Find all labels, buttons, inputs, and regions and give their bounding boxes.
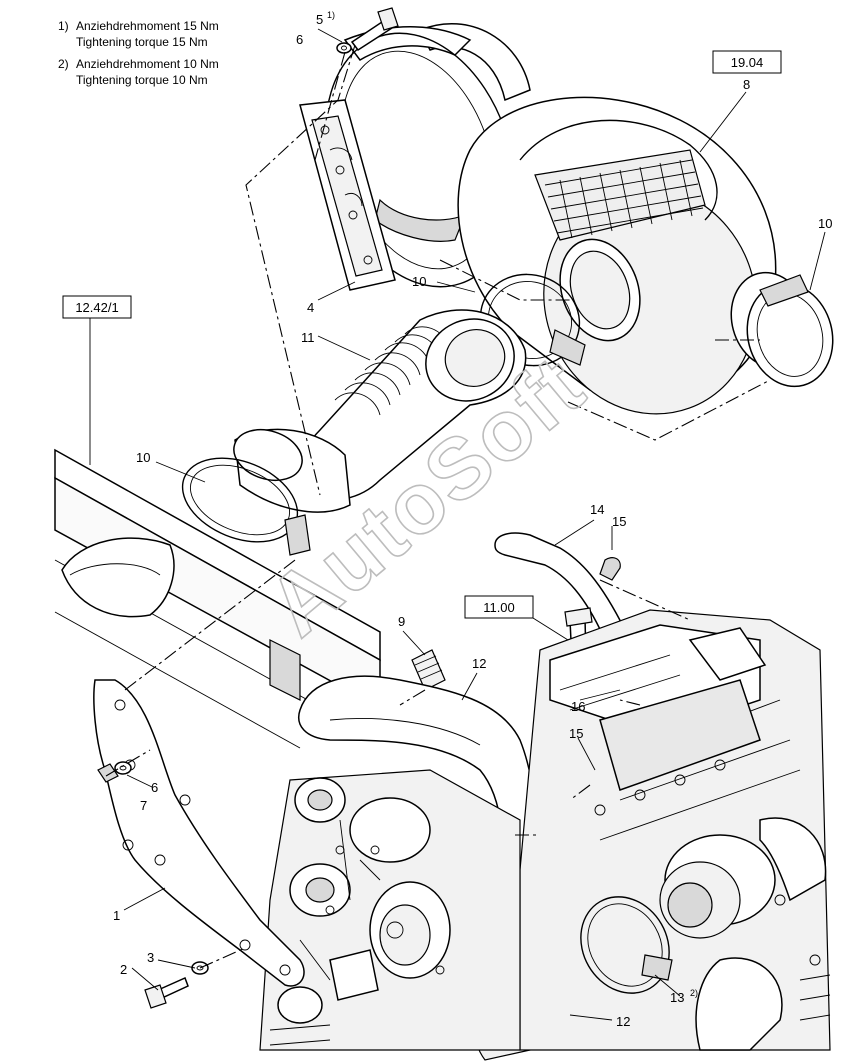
callout-5: 5 xyxy=(316,12,323,27)
reference-boxes: 19.04 12.42/1 11.00 xyxy=(62,50,782,641)
assembly-lines xyxy=(105,44,771,969)
callout-2: 2 xyxy=(120,962,127,977)
callout-13: 13 xyxy=(670,990,684,1005)
air-filter-reference: 19.04 xyxy=(731,55,764,70)
callout-4: 4 xyxy=(307,300,314,315)
left-bolt-and-washer xyxy=(97,761,132,783)
note-2-german: Anziehdrehmoment 10 Nm xyxy=(76,57,219,71)
engine-front-gear xyxy=(259,769,521,1051)
turbo-clamp xyxy=(580,896,673,994)
callout-11: 11 xyxy=(301,330,315,345)
callout-15-top: 15 xyxy=(612,514,626,529)
engine-block xyxy=(519,609,831,1051)
torque-notes: 1) Anziehdrehmoment 15 Nm Tightening tor… xyxy=(58,19,219,87)
note-2-english: Tightening torque 10 Nm xyxy=(76,73,208,87)
callout-1: 1 xyxy=(113,908,120,923)
top-bolt-and-washer xyxy=(336,7,399,54)
callout-10-mid: 10 xyxy=(412,274,426,289)
note-1-marker: 1) xyxy=(58,19,69,33)
note-2-marker: 2) xyxy=(58,57,69,71)
note-1-english: Tightening torque 15 Nm xyxy=(76,35,208,49)
callout-3: 3 xyxy=(147,950,154,965)
right-outlet-clamp xyxy=(730,271,834,388)
left-hose-clamp xyxy=(181,457,311,556)
frame-reference: 12.42/1 xyxy=(75,300,118,315)
hose-corrugations xyxy=(334,326,451,416)
callout-6-top: 6 xyxy=(296,32,303,47)
bottom-bolt-and-washer xyxy=(144,961,209,1009)
callout-leaders xyxy=(123,28,826,1021)
callout-numbers: 5 1) 6 8 10 10 4 11 10 14 15 9 12 16 15 … xyxy=(113,10,832,1029)
bracket-plate xyxy=(299,99,396,291)
callout-10-right: 10 xyxy=(818,216,832,231)
engine-reference: 11.00 xyxy=(483,600,515,615)
frame-rail xyxy=(54,448,381,749)
callout-13-note-marker: 2) xyxy=(690,988,698,998)
callout-10-left: 10 xyxy=(136,450,150,465)
callout-5-note-marker: 1) xyxy=(327,10,335,20)
callout-8: 8 xyxy=(743,77,750,92)
support-bracket xyxy=(93,679,305,987)
callout-16: 16 xyxy=(571,699,585,714)
callout-15-mid: 15 xyxy=(569,726,583,741)
callout-14: 14 xyxy=(590,502,604,517)
callout-12-bottom: 12 xyxy=(616,1014,630,1029)
corrugated-hose xyxy=(233,309,527,513)
filter-grille xyxy=(544,159,704,239)
callout-9: 9 xyxy=(398,614,405,629)
callout-12-top: 12 xyxy=(472,656,486,671)
callout-7: 7 xyxy=(140,798,147,813)
callout-6-left: 6 xyxy=(151,780,158,795)
note-1-german: Anziehdrehmoment 15 Nm xyxy=(76,19,219,33)
